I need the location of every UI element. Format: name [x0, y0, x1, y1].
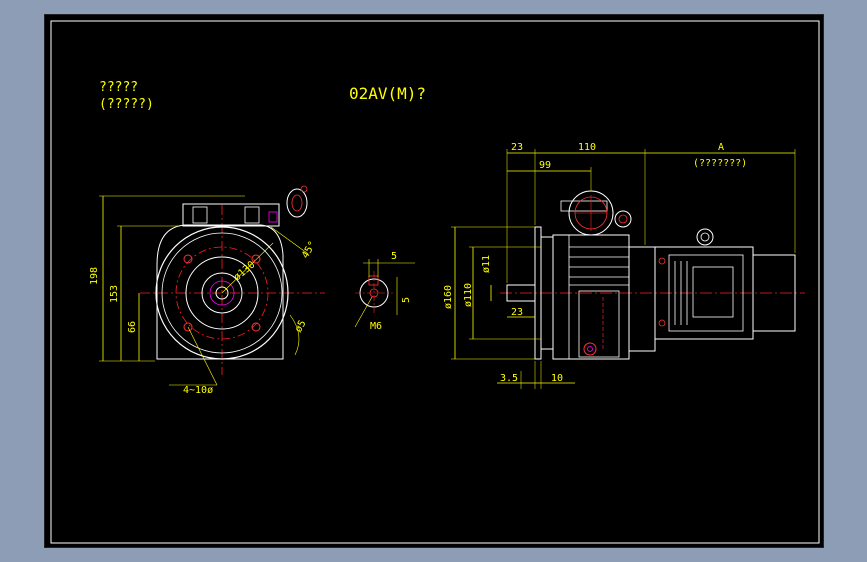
dim-top-right-note: (???????)	[693, 158, 747, 169]
dim-flange-dia: ø160	[443, 285, 454, 309]
drawing-title: 02AV(M)?	[349, 84, 426, 103]
dim-key-width: 5	[391, 251, 397, 262]
dim-overall-height: 198	[89, 267, 100, 285]
dim-shaft-height: 66	[127, 321, 138, 333]
dim-bottom-left: 3.5	[500, 373, 518, 384]
dim-shaft-dia: ø11	[481, 255, 492, 273]
dim-spigot-dia: ø110	[463, 283, 474, 307]
dim-center-height: 153	[109, 285, 120, 303]
dim-top-mid: 110	[578, 142, 596, 153]
drawing-canvas[interactable]: ????? (?????) 02AV(M)?	[45, 15, 825, 549]
key-detail: 5 5 M6	[354, 251, 415, 332]
dim-top-left: 23	[511, 142, 523, 153]
dim-key-depth: 5	[401, 297, 412, 303]
dim-bottom-right: 10	[551, 373, 563, 384]
note-line-2: (?????)	[99, 97, 154, 112]
note-line-1: ?????	[99, 80, 138, 95]
front-view: 198 153 66 ø130 45° ø5 4~10ø	[89, 185, 325, 396]
dim-inner: 99	[539, 160, 551, 171]
sheet-border	[50, 20, 820, 544]
drawing-sheet[interactable]: ????? (?????) 02AV(M)?	[44, 14, 824, 548]
dim-shaft-len: 23	[511, 307, 523, 318]
side-view: 23 110 A (???????) 99 ø160 ø110 ø11	[443, 142, 805, 389]
dim-holes: 4~10ø	[183, 385, 213, 396]
dim-flange: ø5	[293, 319, 309, 335]
dim-angle: 45°	[300, 239, 319, 260]
dim-top-right: A	[718, 142, 724, 153]
dim-thread: M6	[370, 321, 382, 332]
